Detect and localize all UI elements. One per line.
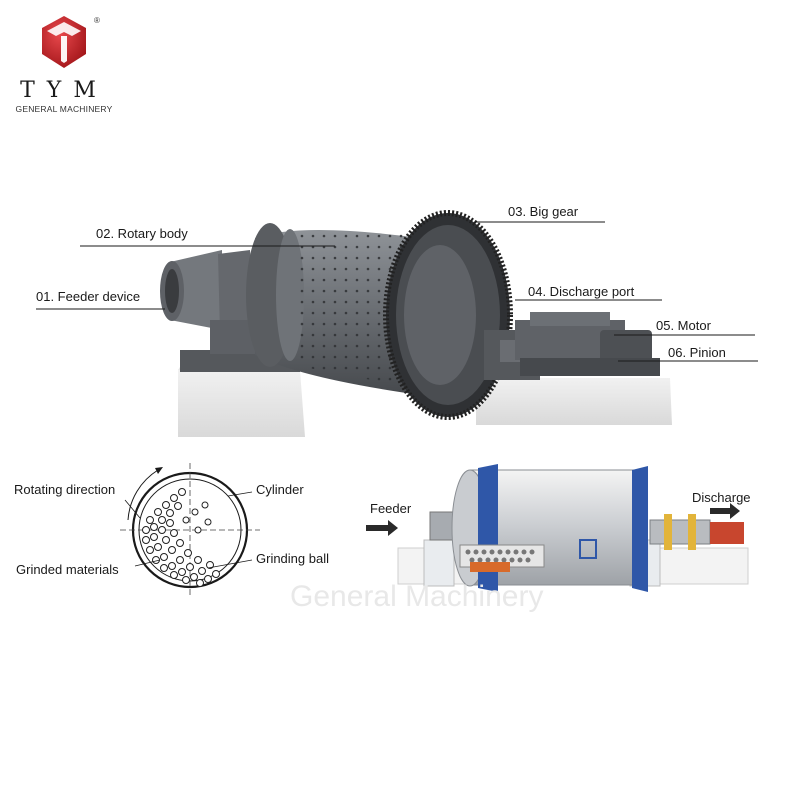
- label-discharge-port: 04. Discharge port: [528, 284, 635, 299]
- brand-name: TYM: [20, 78, 108, 103]
- label-cylinder: Cylinder: [256, 482, 304, 497]
- label-rotating-direction: Rotating direction: [14, 482, 116, 497]
- big-gear: [383, 210, 513, 420]
- watermark-text: General Machinery: [290, 580, 543, 613]
- label-feeder-device: 01. Feeder device: [36, 289, 141, 304]
- callout-lines: [36, 221, 758, 362]
- label-feeder: Feeder: [370, 501, 412, 516]
- label-rotary-body: 02. Rotary body: [96, 226, 188, 241]
- cylinder-cross-section: [120, 463, 260, 597]
- label-grinding-ball: Grinding ball: [256, 551, 329, 566]
- tym-emblem-icon: [42, 16, 86, 68]
- registered-mark: ®: [94, 16, 100, 25]
- grinding-balls: [142, 488, 220, 587]
- label-pinion: 06. Pinion: [668, 345, 726, 360]
- brand-subtitle: GENERAL MACHINERY: [15, 104, 113, 114]
- mill-schematic: [366, 464, 749, 592]
- brand-logo: ® TYM GENERAL MACHINERY: [14, 12, 114, 114]
- label-discharge: Discharge: [692, 490, 751, 505]
- label-grinded-materials: Grinded materials: [16, 562, 119, 577]
- label-big-gear: 03. Big gear: [508, 204, 579, 219]
- label-motor: 05. Motor: [656, 318, 711, 333]
- motor-assembly: [515, 312, 660, 376]
